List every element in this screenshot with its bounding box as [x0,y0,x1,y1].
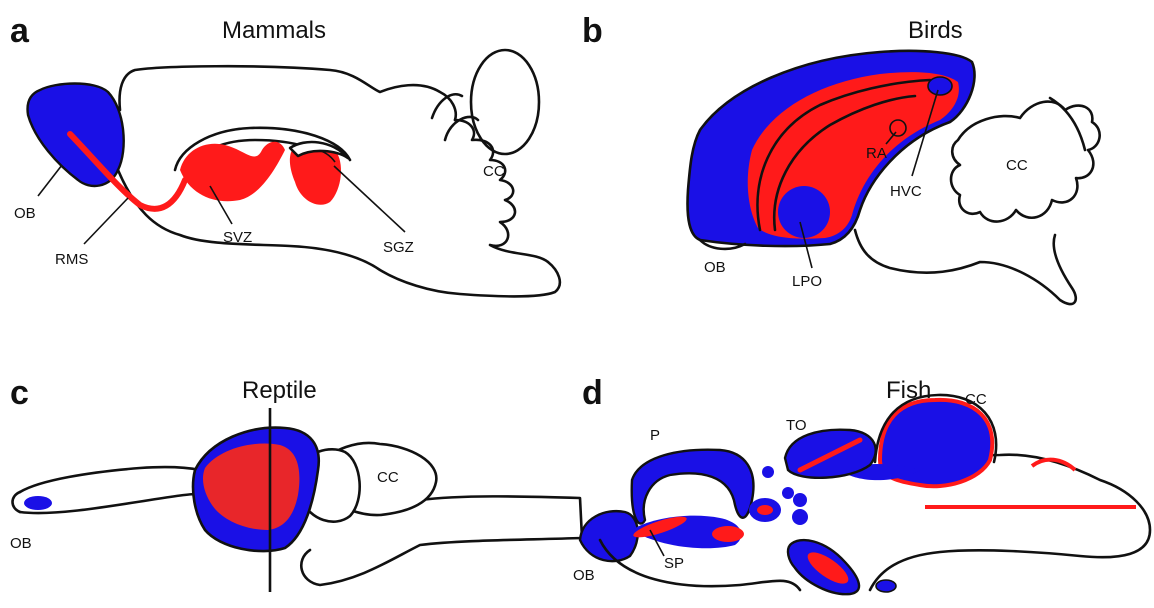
hvc-region [928,77,952,95]
subpallium-red-2 [712,526,744,542]
cerebellum-folia [455,120,548,262]
panel-c: c Reptile CC OB [10,374,582,592]
ob-region [28,84,124,186]
dorsal-ridge-red [1032,460,1075,470]
brainstem-outline [855,230,1076,304]
panel-a-letter: a [10,12,30,50]
label-ob-c: OB [10,535,32,552]
pallium-region [632,450,754,524]
svz-region [180,142,285,202]
label-sgz: SGZ [383,239,414,256]
label-cc-b: CC [1006,157,1028,174]
sgz-leader [334,166,405,232]
panel-b: b Birds RA HVC C [582,12,1100,304]
label-ra: RA [866,145,887,162]
label-to: TO [786,417,807,434]
olfactory-stalk-top [20,467,200,492]
thalamus-red [757,505,773,515]
panel-a: a Mammals OB [10,12,560,296]
label-rms: RMS [55,251,88,268]
label-cc-a: CC [483,163,505,180]
mammal-brain-outline [28,50,560,296]
label-cc-c: CC [377,469,399,486]
label-ob-a: OB [14,205,36,222]
ventral-outline [118,170,560,296]
reptile-brain [13,408,583,592]
label-ob-d: OB [573,567,595,584]
blob-4 [762,466,774,478]
ob-region-c [24,496,52,510]
panel-a-title: Mammals [222,17,326,44]
olfactory-tip [13,492,21,512]
panel-d-letter: d [582,374,603,412]
bird-brain [688,51,1100,304]
blob-2 [793,493,807,507]
label-hvc: HVC [890,183,922,200]
label-sp: SP [664,555,684,572]
panel-d: d Fish [573,374,1150,594]
label-ob-b: OB [704,259,726,276]
blob-3 [792,509,808,525]
label-p: P [650,427,660,444]
panel-b-title: Birds [908,17,963,44]
label-cc-d: CC [965,391,987,408]
label-lpo: LPO [792,273,822,290]
blob-1 [782,487,794,499]
rms-leader [84,198,128,244]
ob-leader-a [38,165,62,196]
panel-b-letter: b [582,12,603,50]
lpo-region [778,186,830,238]
panel-c-title: Reptile [242,377,317,404]
pituitary-blob [876,580,896,592]
panel-c-letter: c [10,374,29,412]
cerebellum-lobe [471,50,539,154]
cortex-outline [120,66,456,120]
label-svz: SVZ [223,229,252,246]
